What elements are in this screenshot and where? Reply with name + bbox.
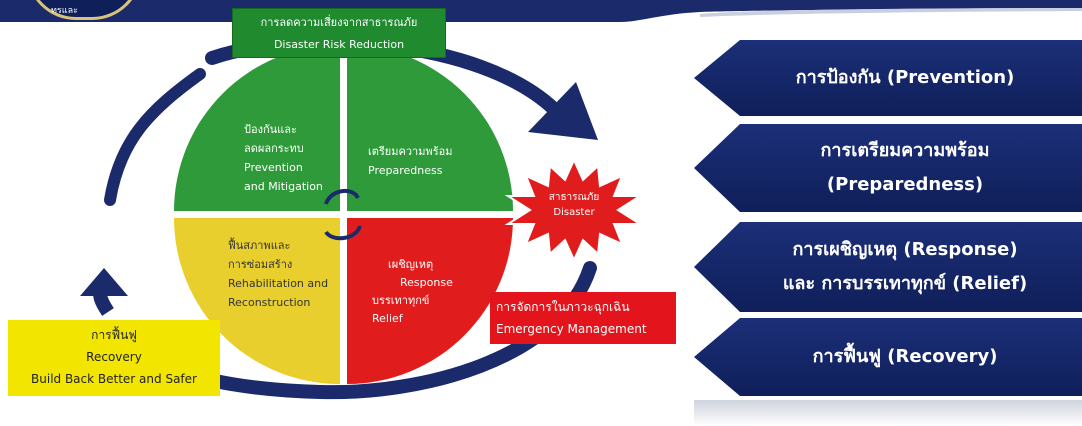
disaster-starburst — [504, 157, 644, 263]
logo-text: ทุรและ — [51, 6, 78, 16]
preparedness-en: Preparedness — [368, 164, 443, 177]
emergency-thai: การจัดการในภาวะฉุกเฉิน — [496, 300, 630, 314]
panel-preparedness-line1: การเตรียมความพร้อม — [820, 140, 990, 161]
panel-shape — [694, 318, 1082, 396]
disaster-label: สาธารณภัย Disaster — [534, 190, 614, 220]
prevention-thai2: ลดผลกระทบ — [244, 142, 304, 155]
prevention-thai1: ป้องกันและ — [244, 123, 297, 136]
panel-recovery-line1: การฟื้นฟู (Recovery) — [812, 346, 998, 367]
panel-shape — [694, 222, 1082, 312]
cycle-arrowhead-right — [528, 82, 598, 140]
preparedness-thai: เตรียมความพร้อม — [368, 145, 453, 158]
recovery-thai: การฟื้นฟู — [91, 328, 137, 342]
recovery-en1: Recovery — [86, 350, 142, 364]
quadrant-rehabilitation — [174, 218, 340, 384]
panel-preparedness: การเตรียมความพร้อม (Preparedness) — [694, 124, 1082, 212]
response-en1: Response — [400, 276, 453, 289]
panel-shape — [694, 124, 1082, 212]
rehabilitation-thai2: การซ่อมสร้าง — [228, 258, 293, 271]
prevention-en2: and Mitigation — [244, 180, 323, 193]
rehabilitation-label: ฟื้นสภาพและ การซ่อมสร้าง Rehabilitation … — [228, 236, 328, 312]
emergency-en: Emergency Management — [496, 322, 647, 336]
drr-box: การลดความเสี่ยงจากสาธารณภัย Disaster Ris… — [232, 8, 446, 58]
recovery-box: การฟื้นฟู Recovery Build Back Better and… — [8, 320, 220, 396]
center-arrow-top — [324, 188, 360, 205]
cycle-arrow-topleft — [104, 68, 206, 206]
panel-shape — [694, 40, 1082, 116]
response-thai: เผชิญเหตุ — [388, 258, 434, 271]
rehabilitation-en2: Reconstruction — [228, 296, 311, 309]
disaster-thai: สาธารณภัย — [548, 192, 600, 203]
panel-response-line2: และ การบรรเทาทุกข์ (Relief) — [782, 273, 1028, 294]
prevention-label: ป้องกันและ ลดผลกระทบ Prevention and Miti… — [244, 120, 323, 196]
quadrant-prevention — [174, 45, 340, 211]
panel-prevention: การป้องกัน (Prevention) — [694, 40, 1082, 116]
quadrant-response — [347, 218, 513, 384]
response-label: เผชิญเหตุ Response บรรเทาทุกข์ Relief — [372, 256, 453, 328]
preparedness-label: เตรียมความพร้อม Preparedness — [368, 142, 453, 180]
rehabilitation-thai1: ฟื้นสภาพและ — [228, 239, 291, 252]
recovery-en2: Build Back Better and Safer — [31, 372, 197, 386]
center-arrow-bottom — [324, 225, 362, 241]
panel-prevention-line1: การป้องกัน (Prevention) — [795, 67, 1015, 88]
panel-response-line1: การเผชิญเหตุ (Response) — [792, 239, 1018, 260]
disaster-en: Disaster — [553, 207, 595, 218]
response-en2: Relief — [372, 312, 403, 325]
response-thai2: บรรเทาทุกข์ — [372, 294, 430, 307]
panel-preparedness-line2: (Preparedness) — [826, 174, 984, 195]
panel-recovery: การฟื้นฟู (Recovery) — [694, 318, 1082, 396]
emergency-box: การจัดการในภาวะฉุกเฉิน Emergency Managem… — [490, 292, 676, 344]
rehabilitation-en1: Rehabilitation and — [228, 277, 329, 290]
prevention-en1: Prevention — [244, 161, 303, 174]
panel-reflection — [694, 400, 1082, 426]
drr-english: Disaster Risk Reduction — [273, 38, 405, 51]
panel-response: การเผชิญเหตุ (Response) และ การบรรเทาทุก… — [694, 222, 1082, 312]
drr-thai: การลดความเสี่ยงจากสาธารณภัย — [260, 16, 418, 29]
cycle-arrowhead-left — [80, 268, 128, 296]
quadrant-preparedness — [347, 45, 513, 211]
